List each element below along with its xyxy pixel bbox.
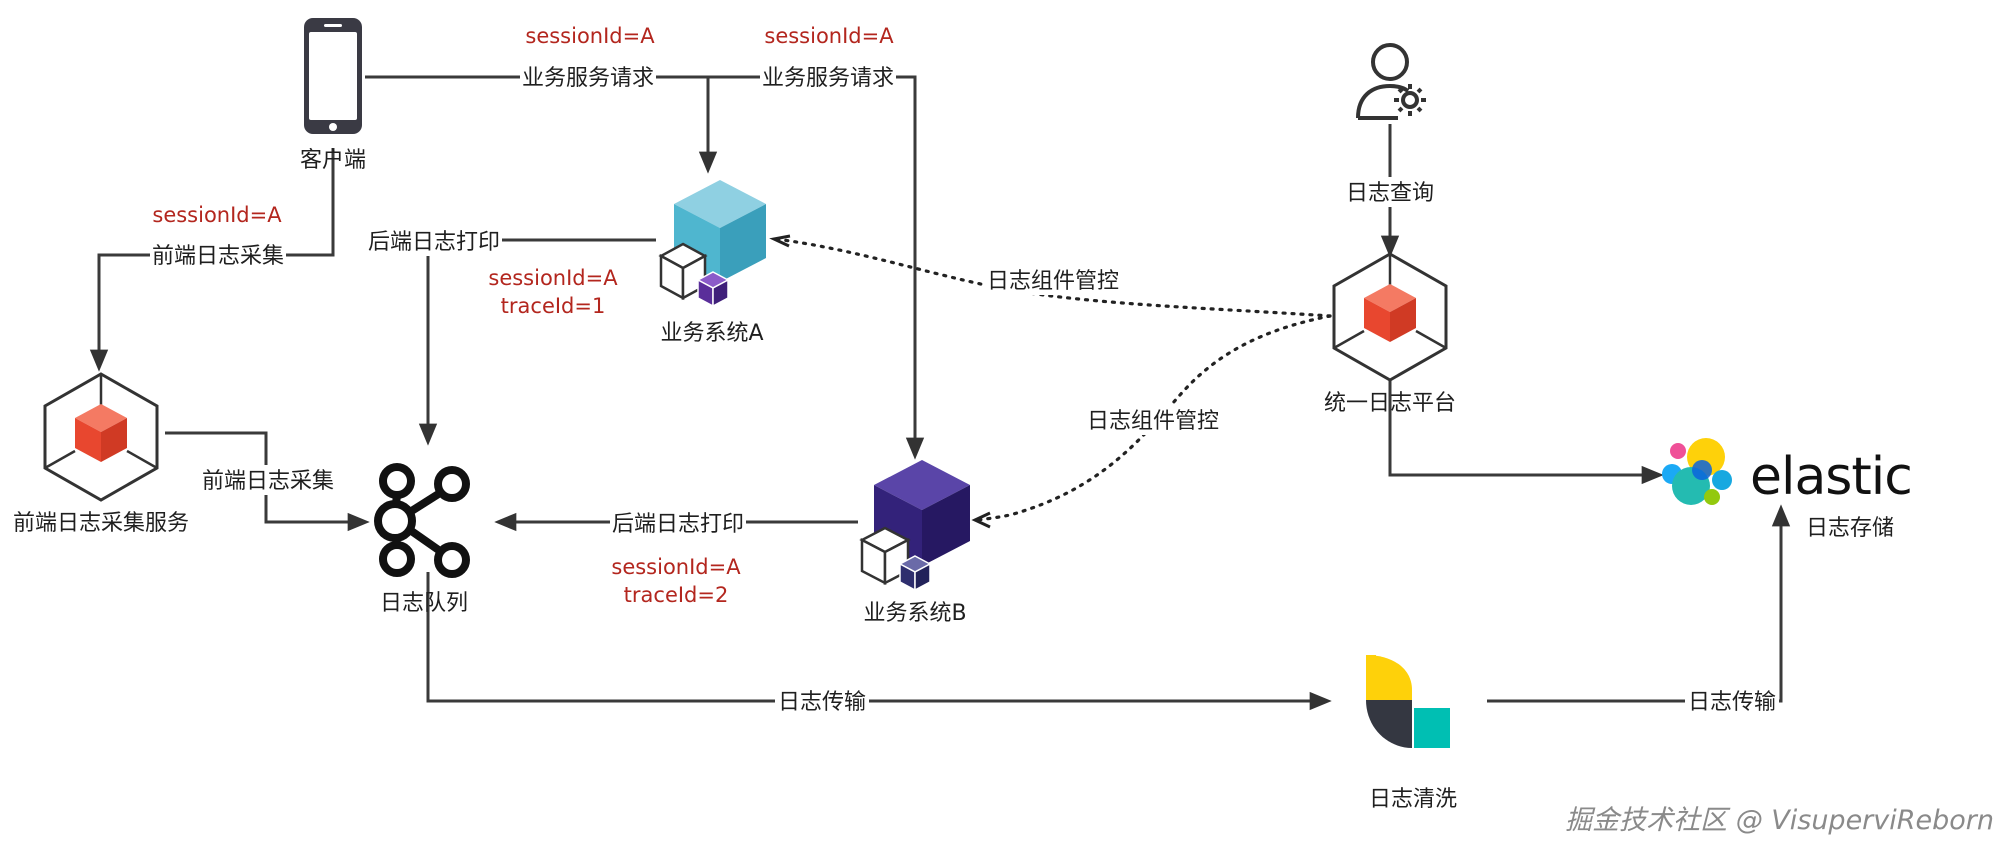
label-frontend-collect-1: 前端日志采集 (152, 244, 284, 269)
watermark: 掘金技术社区 @ VisuperviReborn (1565, 805, 1994, 836)
edge-platform-to-elastic (1388, 364, 1664, 485)
label-log-transfer-1: 日志传输 (778, 690, 866, 715)
smartphone-icon (304, 18, 362, 134)
edge-platform-control-system-b (976, 314, 1332, 522)
annotation-session-a: sessionId=A (488, 266, 618, 290)
node-frontend-service-label: 前端日志采集服务 (13, 511, 189, 536)
elastic-wordmark: elastic (1750, 447, 1912, 507)
annotation-session-frontend: sessionId=A (152, 203, 282, 227)
kafka-icon (374, 463, 470, 578)
edge-platform-control-system-a (774, 237, 1332, 318)
system-b-cube-icon (859, 460, 970, 592)
node-log-cleaning-label: 日志清洗 (1369, 787, 1457, 812)
label-log-query: 日志查询 (1346, 181, 1434, 206)
label-backend-print-a: 后端日志打印 (368, 230, 500, 255)
node-system-b-label: 业务系统B (863, 601, 966, 626)
node-log-storage-label: 日志存储 (1806, 516, 1894, 541)
node-log-queue-label: 日志队列 (380, 591, 468, 616)
elastic-logo: elastic (1662, 438, 1913, 507)
node-client-label: 客户端 (300, 148, 366, 173)
frontend-service-hexagon-icon (43, 372, 159, 502)
label-service-request-a: 业务服务请求 (522, 66, 654, 91)
edge-queue-to-logstash (426, 572, 1332, 711)
label-backend-print-b: 后端日志打印 (612, 512, 744, 537)
node-system-a-label: 业务系统A (660, 321, 763, 346)
label-frontend-collect-2: 前端日志采集 (202, 469, 334, 494)
user-gear-icon (1356, 43, 1426, 120)
logstash-icon (1366, 655, 1450, 748)
annotation-trace-b: traceId=2 (624, 583, 729, 607)
platform-hexagon-icon (1332, 252, 1448, 382)
label-component-control-a: 日志组件管控 (987, 269, 1119, 294)
system-a-cube-icon (658, 180, 766, 308)
annotation-session-top-b: sessionId=A (764, 24, 894, 48)
label-log-transfer-2: 日志传输 (1688, 690, 1776, 715)
annotation-session-b: sessionId=A (611, 555, 741, 579)
node-platform-label: 统一日志平台 (1324, 391, 1456, 416)
annotation-trace-a: traceId=1 (501, 294, 606, 318)
label-service-request-b: 业务服务请求 (762, 66, 894, 91)
label-component-control-b: 日志组件管控 (1087, 409, 1219, 434)
edge-logstash-to-elastic (1487, 504, 1791, 703)
annotation-session-top-a: sessionId=A (525, 24, 655, 48)
